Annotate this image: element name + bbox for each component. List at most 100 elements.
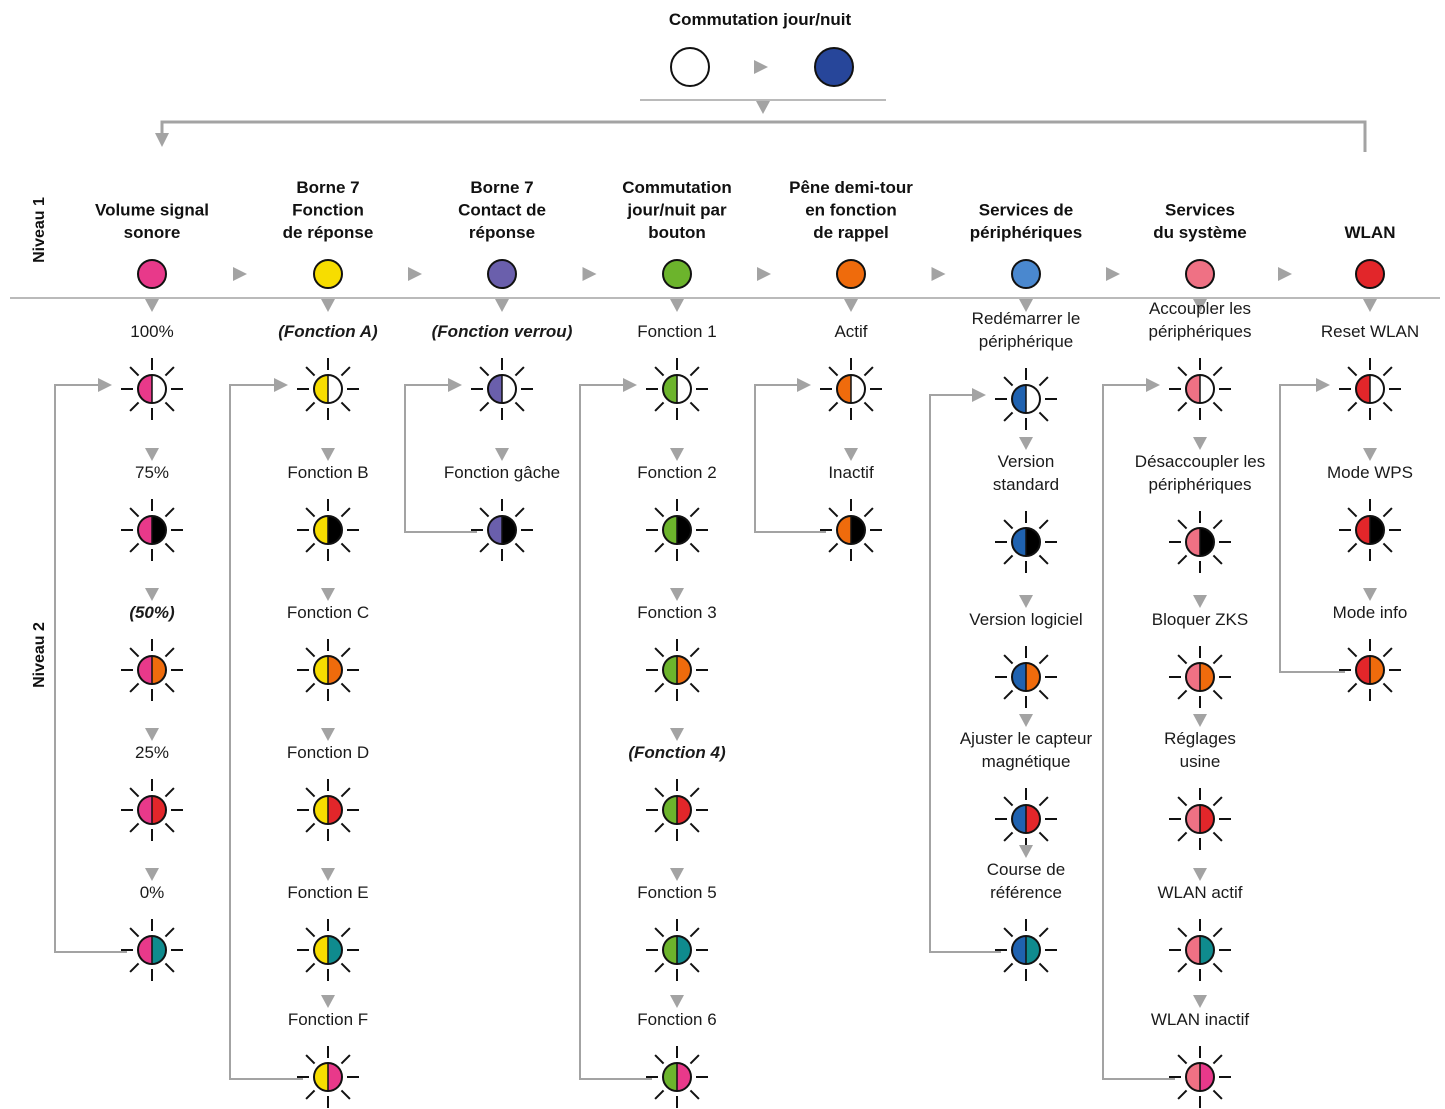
option-label: périphérique xyxy=(979,332,1074,351)
down-arrow-icon xyxy=(321,728,335,741)
option-label: périphériques xyxy=(1148,475,1251,494)
menu-column: WLAN Reset WLAN Mode WPS Mode info xyxy=(1279,223,1419,701)
blinking-led-icon xyxy=(121,358,183,420)
cycle-arrow-icon xyxy=(448,378,462,392)
cycle-arrow-icon xyxy=(274,378,288,392)
toggle-arrow-icon xyxy=(754,60,768,74)
cycle-bracket xyxy=(754,384,826,533)
menu-option: Fonction 1 xyxy=(637,322,717,461)
top-connector xyxy=(155,99,1367,152)
toggle-title: Commutation jour/nuit xyxy=(669,10,852,29)
down-arrow-icon xyxy=(145,868,159,881)
down-arrow-icon xyxy=(1019,437,1033,450)
option-label: WLAN actif xyxy=(1157,883,1242,902)
option-label: référence xyxy=(990,883,1062,902)
next-arrow-icon xyxy=(931,267,946,281)
menu-option: WLAN actif xyxy=(1157,883,1243,1008)
down-arrow-icon xyxy=(1193,714,1207,727)
next-arrow-icon xyxy=(1106,267,1120,281)
down-arrow-icon xyxy=(495,448,509,461)
option-label: (Fonction 4) xyxy=(628,743,726,762)
blinking-led-icon xyxy=(995,511,1057,573)
down-arrow-icon xyxy=(844,448,858,461)
column-title: Volume signal xyxy=(95,201,209,220)
menu-option: Actif xyxy=(820,322,882,461)
option-label: Version logiciel xyxy=(969,610,1082,629)
option-label: Mode WPS xyxy=(1327,463,1413,482)
blinking-led-icon xyxy=(820,499,882,561)
option-label: Ajuster le capteur xyxy=(960,729,1093,748)
option-label: Réglages xyxy=(1164,729,1236,748)
blinking-led-icon xyxy=(646,1046,708,1108)
option-label: (Fonction verrou) xyxy=(432,322,573,341)
option-label: Fonction 3 xyxy=(637,603,716,622)
cycle-bracket xyxy=(929,394,1001,953)
blinking-led-icon xyxy=(646,779,708,841)
column-title: Fonction xyxy=(292,201,364,220)
cycle-arrow-icon xyxy=(797,378,811,392)
option-label: (Fonction A) xyxy=(278,322,378,341)
menu-option: Fonction B xyxy=(287,463,369,601)
option-label: Fonction D xyxy=(287,743,369,762)
menu-option: Mode info xyxy=(1333,603,1407,701)
down-arrow-icon xyxy=(321,448,335,461)
menu-option: Reset WLAN xyxy=(1321,322,1419,461)
level-1-indicator xyxy=(662,259,692,289)
column-title: Borne 7 xyxy=(296,178,359,197)
option-label: Fonction F xyxy=(288,1010,368,1029)
down-arrow-icon xyxy=(1019,299,1033,312)
menu-option: Fonction C xyxy=(287,603,369,741)
option-label: Bloquer ZKS xyxy=(1152,610,1248,629)
down-arrow-icon xyxy=(155,133,169,147)
column-title: jour/nuit par xyxy=(626,201,727,220)
cycle-arrow-icon xyxy=(623,378,637,392)
column-title: WLAN xyxy=(1345,223,1396,242)
blinking-led-icon xyxy=(121,639,183,701)
column-title: périphériques xyxy=(970,223,1082,242)
cycle-bracket xyxy=(229,384,303,1080)
column-title: réponse xyxy=(469,223,535,242)
down-arrow-icon xyxy=(1363,448,1377,461)
down-arrow-icon xyxy=(495,299,509,312)
level-1-indicator xyxy=(137,259,167,289)
menu-option: (Fonction verrou) xyxy=(432,322,573,461)
blinking-led-icon xyxy=(297,499,359,561)
option-label: magnétique xyxy=(982,752,1071,771)
menu-option: (Fonction 4) xyxy=(628,743,726,881)
column-title: Services xyxy=(1165,201,1235,220)
blinking-led-icon xyxy=(995,919,1057,981)
menu-option: (50%) xyxy=(121,603,183,741)
menu-option: Ajuster le capteur magnétique xyxy=(960,729,1093,858)
menu-option: 75% xyxy=(121,463,183,601)
level-2-label: Niveau 2 xyxy=(31,622,48,688)
down-arrow-icon xyxy=(670,448,684,461)
down-arrow-icon xyxy=(1363,299,1377,312)
menu-option: Fonction 5 xyxy=(637,883,717,1008)
down-arrow-icon xyxy=(1193,995,1207,1008)
level-1-label: Niveau 1 xyxy=(31,197,48,263)
option-label: 0% xyxy=(140,883,165,902)
blinking-led-icon xyxy=(995,368,1057,430)
down-arrow-icon xyxy=(670,728,684,741)
option-label: périphériques xyxy=(1148,322,1251,341)
column-title: sonore xyxy=(124,223,181,242)
blinking-led-icon xyxy=(995,646,1057,708)
column-title: Commutation xyxy=(622,178,732,197)
level-1-indicator xyxy=(487,259,517,289)
column-title: Borne 7 xyxy=(470,178,533,197)
cycle-bracket xyxy=(1279,384,1345,673)
option-label: Fonction 5 xyxy=(637,883,716,902)
blinking-led-icon xyxy=(471,499,533,561)
option-label: Désaccoupler les xyxy=(1135,452,1265,471)
menu-option: Fonction 2 xyxy=(637,463,717,601)
down-arrow-icon xyxy=(145,588,159,601)
option-label: Fonction 2 xyxy=(637,463,716,482)
column-title: bouton xyxy=(648,223,706,242)
down-arrow-icon xyxy=(844,299,858,312)
blinking-led-icon xyxy=(297,1046,359,1108)
menu-option: 25% xyxy=(121,743,183,881)
option-label: Fonction E xyxy=(287,883,368,902)
